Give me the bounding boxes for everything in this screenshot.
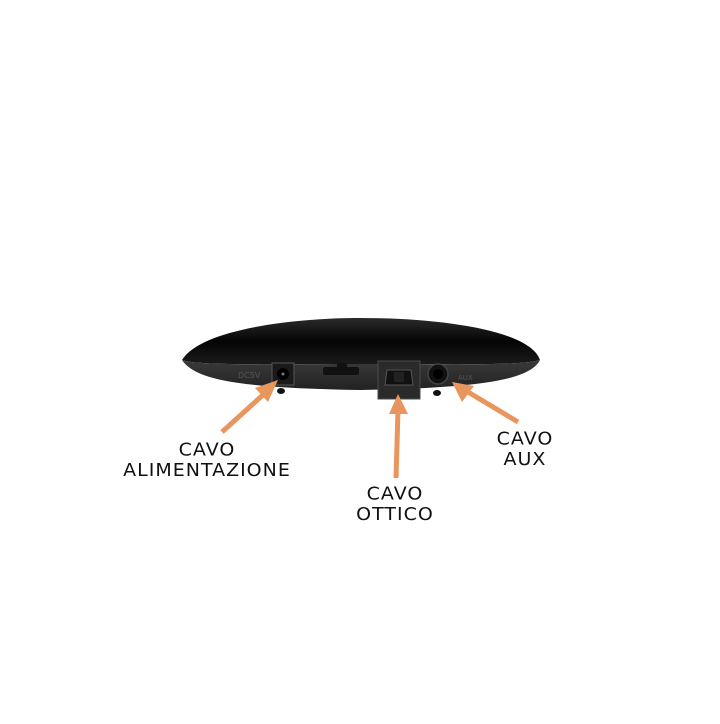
label-power-cable: CAVO ALIMENTAZIONE (92, 439, 322, 481)
dc5v-marking: DC5V (238, 371, 261, 380)
label-line: CAVO (496, 428, 554, 449)
label-line: CAVO (178, 439, 236, 460)
arrows (220, 380, 520, 479)
label-line: ALIMENTAZIONE (123, 460, 291, 481)
arrow-optical-icon (389, 394, 408, 479)
label-line: CAVO (366, 483, 424, 504)
aux-marking: AUX (458, 374, 473, 382)
label-aux-cable: CAVO AUX (470, 428, 580, 470)
aux-port (427, 363, 449, 396)
device-body (182, 318, 540, 390)
arrow-aux-icon (452, 382, 520, 425)
arrow-power-icon (220, 380, 278, 434)
label-line: AUX (503, 449, 547, 470)
optical-port (377, 360, 421, 400)
power-port (271, 362, 295, 394)
label-line: OTTICO (356, 504, 434, 525)
label-optical-cable: CAVO OTTICO (330, 483, 460, 525)
switch-slot (323, 363, 359, 375)
